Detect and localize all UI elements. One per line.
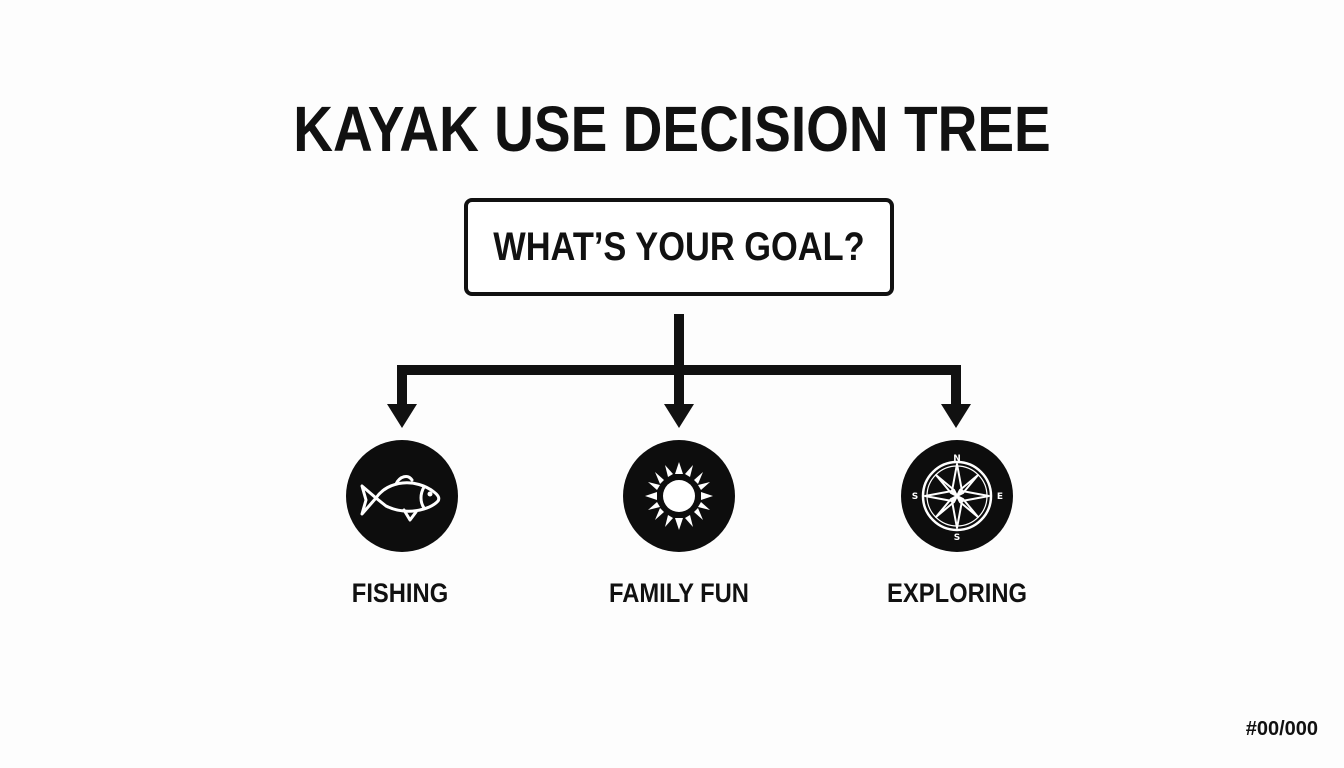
- compass-letter-e: E: [997, 492, 1003, 502]
- arrow-head-right: [941, 404, 971, 428]
- branch-line: [397, 365, 961, 408]
- arrow-head-center: [664, 404, 694, 428]
- sun-icon: [623, 440, 735, 552]
- compass-letter-s: S: [954, 533, 960, 543]
- option-label-exploring: EXPLORING: [887, 578, 1027, 608]
- question-text: WHAT’S YOUR GOAL?: [493, 224, 865, 269]
- compass-letter-w: S: [912, 492, 918, 502]
- compass-icon: N S S E: [901, 440, 1013, 552]
- question-box: WHAT’S YOUR GOAL?: [464, 198, 894, 296]
- fish-icon: [346, 440, 458, 552]
- option-label-fishing: FISHING: [351, 578, 449, 608]
- footer-code: #00/000: [1245, 718, 1318, 740]
- compass-letter-n: N: [953, 454, 961, 464]
- arrow-head-left: [387, 404, 417, 428]
- diagram-title: KAYAK USE DECISION TREE: [293, 93, 1051, 165]
- option-label-family-fun: FAMILY FUN: [609, 578, 749, 608]
